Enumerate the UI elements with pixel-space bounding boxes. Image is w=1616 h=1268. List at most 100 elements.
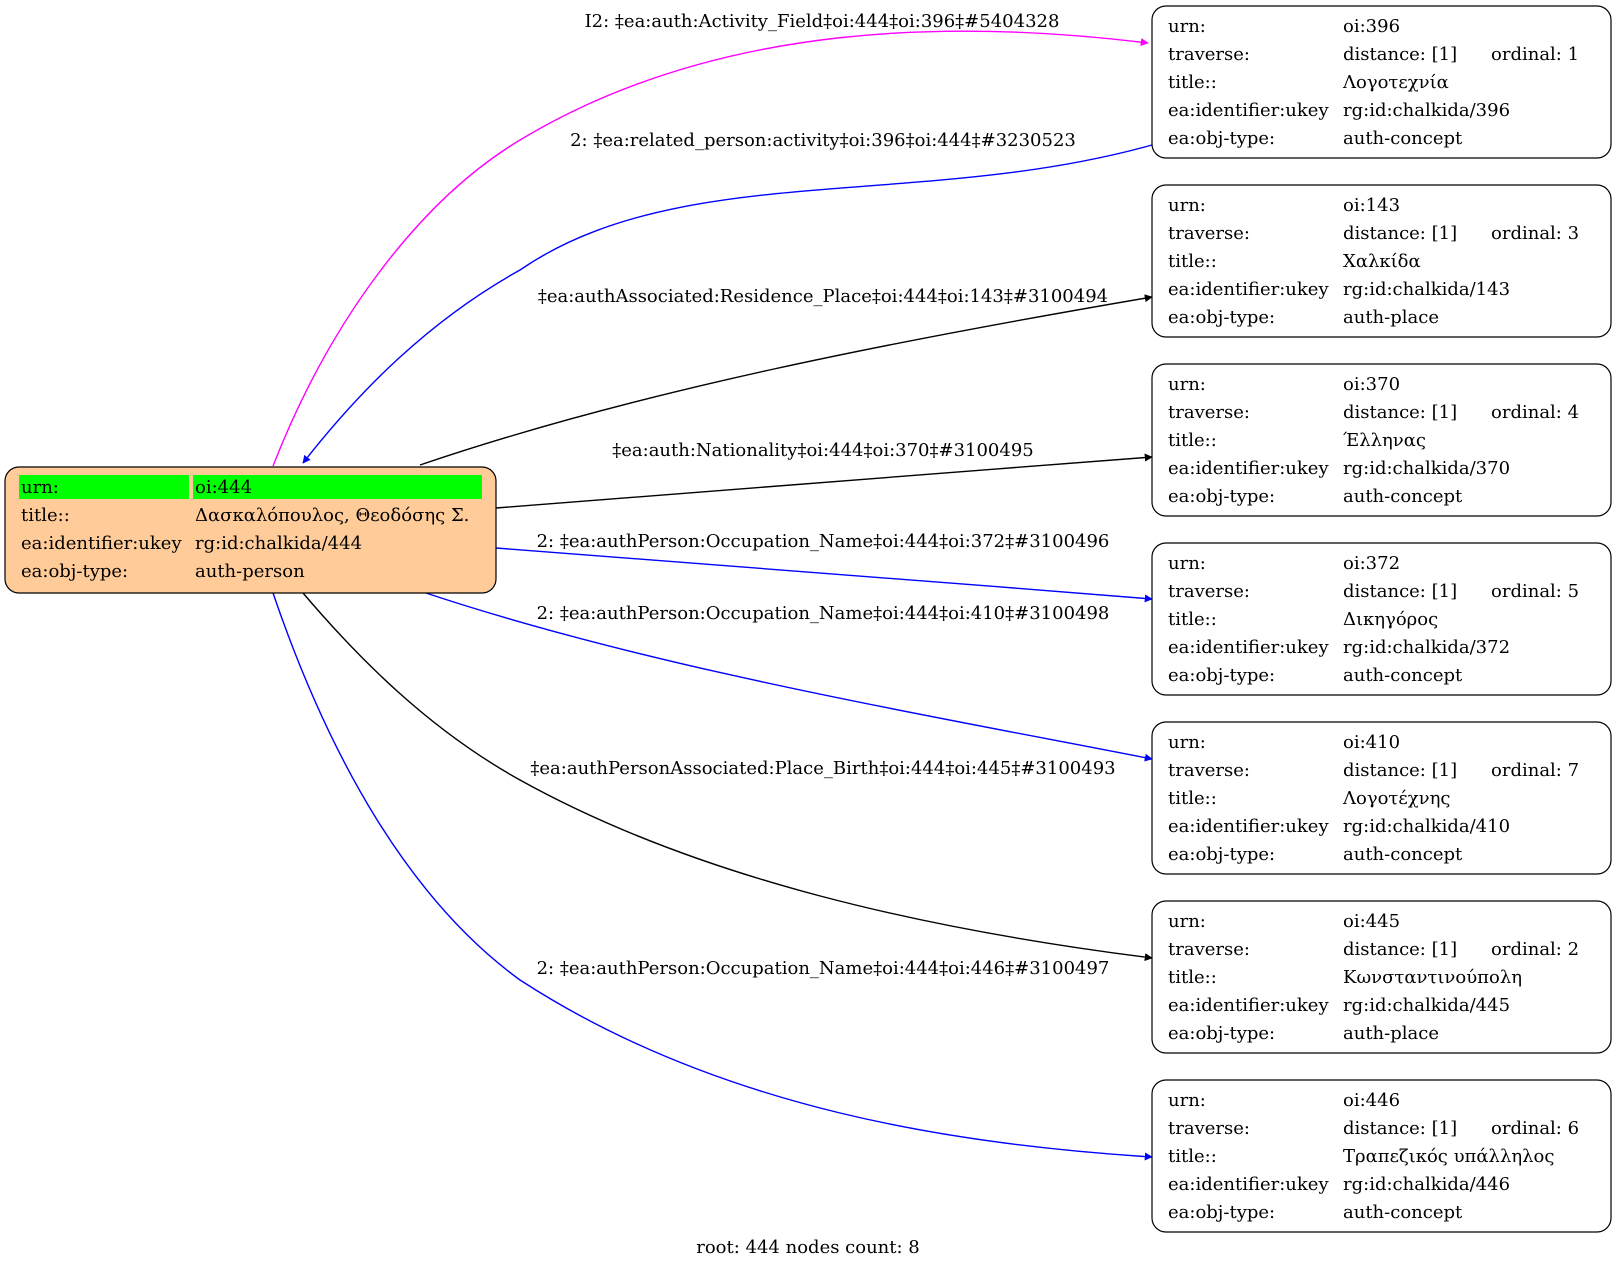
node-row-value: distance: [1] — [1343, 1118, 1457, 1139]
root-row-key: title:: — [21, 505, 70, 526]
edge-label: ‡ea:authPersonAssociated:Place_Birth‡oi:… — [530, 758, 1115, 779]
node-row-key: ea:obj-type: — [1168, 1023, 1275, 1044]
node-row-value: rg:id:chalkida/410 — [1343, 816, 1510, 837]
edge-label: 2: ‡ea:related_person:activity‡oi:396‡oi… — [570, 130, 1076, 151]
node-row-key: ea:identifier:ukey — [1168, 1174, 1329, 1195]
edge-nationality[interactable]: ‡ea:auth:Nationality‡oi:444‡oi:370‡#3100… — [495, 440, 1153, 509]
root-row-key: ea:identifier:ukey — [21, 533, 182, 554]
node-row-key: ea:identifier:ukey — [1168, 816, 1329, 837]
node-row-key: urn: — [1168, 195, 1206, 216]
node-row-value: Κωνσταντινούπολη — [1343, 967, 1522, 988]
edge-related-person-activity[interactable]: 2: ‡ea:related_person:activity‡oi:396‡oi… — [302, 130, 1153, 464]
root-urn-key-highlight — [19, 475, 189, 499]
edge-path — [302, 144, 1153, 464]
node-row-value: auth-place — [1343, 1023, 1439, 1044]
node-row-value: auth-concept — [1343, 486, 1463, 507]
node-row-key: title:: — [1168, 72, 1217, 93]
edge-label: I2: ‡ea:auth:Activity_Field‡oi:444‡oi:39… — [585, 11, 1060, 32]
node-row-key: traverse: — [1168, 760, 1250, 781]
edge-path — [419, 590, 1153, 762]
edge-label: ‡ea:authAssociated:Residence_Place‡oi:44… — [538, 286, 1108, 307]
node-row-key: ea:obj-type: — [1168, 844, 1275, 865]
node-row-key: title:: — [1168, 251, 1217, 272]
node-row-value: distance: [1] — [1343, 402, 1457, 423]
node-row-value: oi:410 — [1343, 732, 1400, 753]
node-row-key: urn: — [1168, 16, 1206, 37]
node-row-value: auth-place — [1343, 307, 1439, 328]
node-row-value: auth-concept — [1343, 128, 1463, 149]
node-row-value: oi:372 — [1343, 553, 1400, 574]
node-row-key: ea:identifier:ukey — [1168, 279, 1329, 300]
node-row-key: traverse: — [1168, 581, 1250, 602]
node-row-value: Δικηγόρος — [1343, 609, 1438, 630]
target-node-box — [1151, 5, 1612, 159]
graph-caption: root: 444 nodes count: 8 — [696, 1237, 920, 1258]
node-row-value: rg:id:chalkida/143 — [1343, 279, 1510, 300]
node-row-value: auth-concept — [1343, 665, 1463, 686]
node-row-value: Έλληνας — [1343, 430, 1426, 451]
edge-path — [495, 453, 1153, 509]
edge-path — [419, 294, 1153, 466]
node-ordinal: ordinal: 2 — [1491, 939, 1579, 960]
node-row-key: urn: — [1168, 553, 1206, 574]
node-row-value: rg:id:chalkida/396 — [1343, 100, 1510, 121]
node-row-key: ea:obj-type: — [1168, 1202, 1275, 1223]
edge-label: 2: ‡ea:authPerson:Occupation_Name‡oi:444… — [537, 531, 1110, 552]
node-row-key: traverse: — [1168, 44, 1250, 65]
root-row-key: urn: — [21, 477, 59, 498]
edges: I2: ‡ea:auth:Activity_Field‡oi:444‡oi:39… — [272, 11, 1153, 1161]
node-row-key: ea:identifier:ukey — [1168, 458, 1329, 479]
edge-residence-place[interactable]: ‡ea:authAssociated:Residence_Place‡oi:44… — [419, 286, 1153, 466]
node-ordinal: ordinal: 1 — [1491, 44, 1579, 65]
node-row-key: title:: — [1168, 967, 1217, 988]
edge-path — [302, 592, 1153, 962]
root-row-value: auth-person — [195, 561, 305, 582]
node-row-key: urn: — [1168, 911, 1206, 932]
node-row-key: title:: — [1168, 430, 1217, 451]
node-row-key: ea:obj-type: — [1168, 307, 1275, 328]
root-row-key: ea:obj-type: — [21, 561, 128, 582]
edge-occupation-446[interactable]: 2: ‡ea:authPerson:Occupation_Name‡oi:444… — [272, 592, 1153, 1161]
node-row-key: title:: — [1168, 1146, 1217, 1167]
target-node-box — [1151, 721, 1612, 875]
node-row-key: urn: — [1168, 732, 1206, 753]
edge-path — [272, 592, 1153, 1161]
node-row-key: traverse: — [1168, 223, 1250, 244]
edge-activity-field[interactable]: I2: ‡ea:auth:Activity_Field‡oi:444‡oi:39… — [272, 11, 1149, 467]
node-row-key: title:: — [1168, 609, 1217, 630]
node-row-value: oi:370 — [1343, 374, 1400, 395]
edge-occupation-410[interactable]: 2: ‡ea:authPerson:Occupation_Name‡oi:444… — [419, 590, 1153, 762]
edge-label: 2: ‡ea:authPerson:Occupation_Name‡oi:444… — [537, 603, 1110, 624]
edge-path — [272, 30, 1149, 467]
node-row-value: distance: [1] — [1343, 44, 1457, 65]
node-ordinal: ordinal: 7 — [1491, 760, 1579, 781]
node-ordinal: ordinal: 6 — [1491, 1118, 1579, 1139]
node-row-value: rg:id:chalkida/372 — [1343, 637, 1510, 658]
target-node-box — [1151, 363, 1612, 517]
node-row-key: ea:identifier:ukey — [1168, 637, 1329, 658]
edge-path — [495, 547, 1153, 603]
edge-place-birth[interactable]: ‡ea:authPersonAssociated:Place_Birth‡oi:… — [302, 592, 1153, 962]
target-node-box — [1151, 1079, 1612, 1233]
edge-occupation-372[interactable]: 2: ‡ea:authPerson:Occupation_Name‡oi:444… — [495, 531, 1153, 603]
node-row-value: rg:id:chalkida/446 — [1343, 1174, 1510, 1195]
node-row-key: traverse: — [1168, 402, 1250, 423]
root-row-value: Δασκαλόπουλος, Θεοδόσης Σ. — [195, 505, 469, 526]
node-row-value: auth-concept — [1343, 1202, 1463, 1223]
node-row-value: distance: [1] — [1343, 223, 1457, 244]
root-node[interactable]: urn: oi:444 title:: Δασκαλόπουλος, Θεοδό… — [4, 466, 497, 594]
node-row-value: oi:143 — [1343, 195, 1400, 216]
node-row-value: Τραπεζικός υπάλληλος — [1343, 1146, 1554, 1167]
node-row-key: ea:obj-type: — [1168, 486, 1275, 507]
root-row-value: oi:444 — [195, 477, 252, 498]
node-row-value: Λογοτεχνία — [1342, 72, 1449, 93]
